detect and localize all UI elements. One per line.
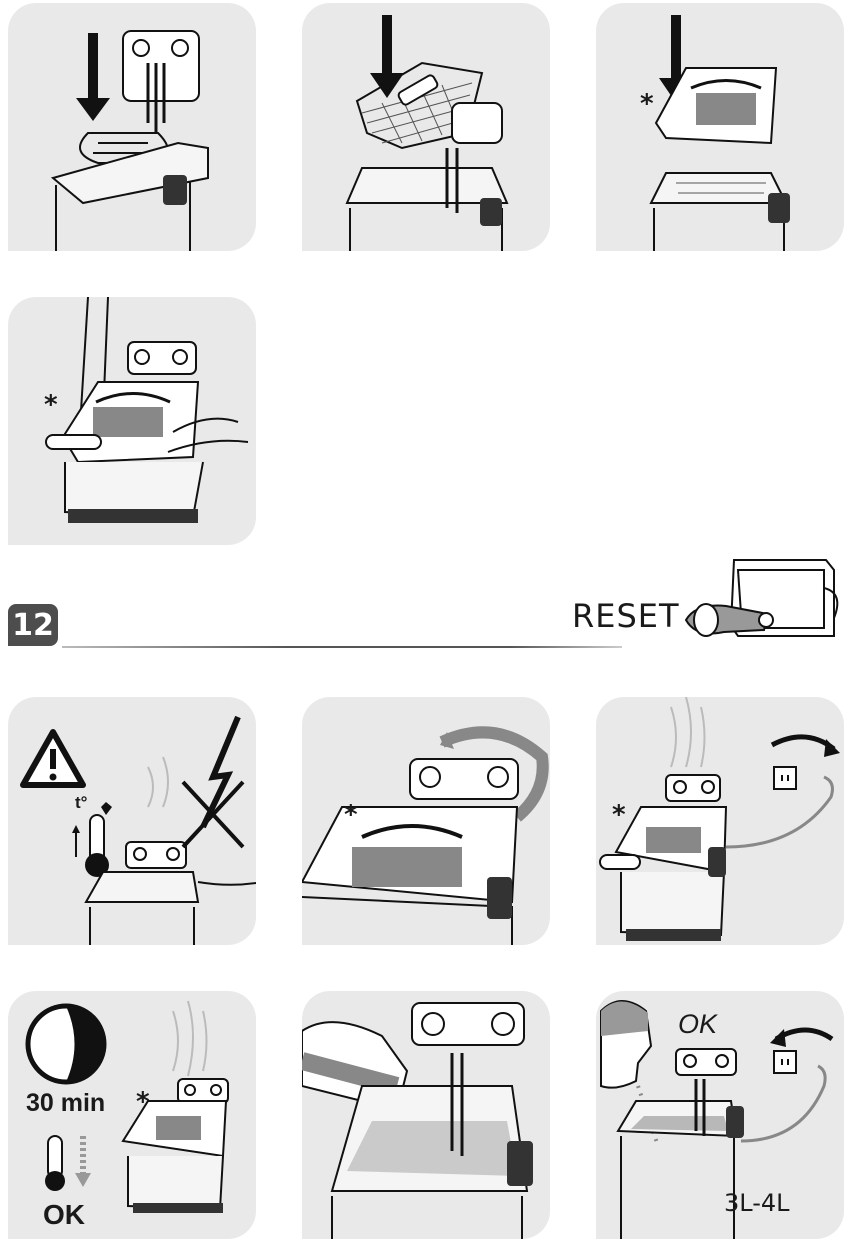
oil-capacity-label: 3L-4L xyxy=(724,1189,790,1217)
panel-let-cool: 30 min OK * xyxy=(8,991,256,1239)
oil-level xyxy=(347,1121,517,1176)
temperature-label: t° xyxy=(75,793,87,813)
wall-socket-icon xyxy=(774,767,796,789)
panel-overheat-warning: t° xyxy=(8,697,256,945)
check-oil-level-illustration xyxy=(596,991,844,1239)
unplug-fryer-illustration xyxy=(596,697,844,945)
panel-unplug-fryer: * xyxy=(596,697,844,945)
oil-check-ok-label: OK xyxy=(678,1009,717,1040)
overheat-warning-illustration xyxy=(8,697,256,945)
reset-label: RESET xyxy=(572,597,680,635)
optional-part-asterisk: * xyxy=(44,390,58,420)
reset-button-illustration xyxy=(676,548,844,654)
wall-socket-icon xyxy=(774,1051,796,1073)
optional-part-asterisk: * xyxy=(136,1087,150,1117)
panel-insert-basket xyxy=(302,3,550,251)
section-divider xyxy=(62,646,622,648)
panel-pour-oil xyxy=(302,991,550,1239)
insert-heating-element-illustration xyxy=(8,3,256,251)
insert-lid-illustration xyxy=(596,3,844,251)
panel-check-oil-level: OK 3L-4L xyxy=(596,991,844,1239)
panel-close-lid: * xyxy=(302,697,550,945)
cooling-time-label: 30 min xyxy=(26,1089,105,1118)
step-number-badge: 12 xyxy=(8,604,58,646)
optional-part-asterisk: * xyxy=(640,89,654,119)
oil-level xyxy=(631,1116,728,1131)
optional-part-asterisk: * xyxy=(344,800,358,830)
assembled-fryer-illustration xyxy=(8,297,256,545)
insert-basket-illustration xyxy=(302,3,550,251)
cooling-ok-label: OK xyxy=(43,1199,85,1231)
close-lid-illustration xyxy=(302,697,550,945)
panel-insert-heating-element xyxy=(8,3,256,251)
optional-part-asterisk: * xyxy=(612,800,626,830)
pour-oil-illustration xyxy=(302,991,550,1239)
panel-assembled-fryer: * xyxy=(8,297,256,545)
panel-insert-lid: * xyxy=(596,3,844,251)
